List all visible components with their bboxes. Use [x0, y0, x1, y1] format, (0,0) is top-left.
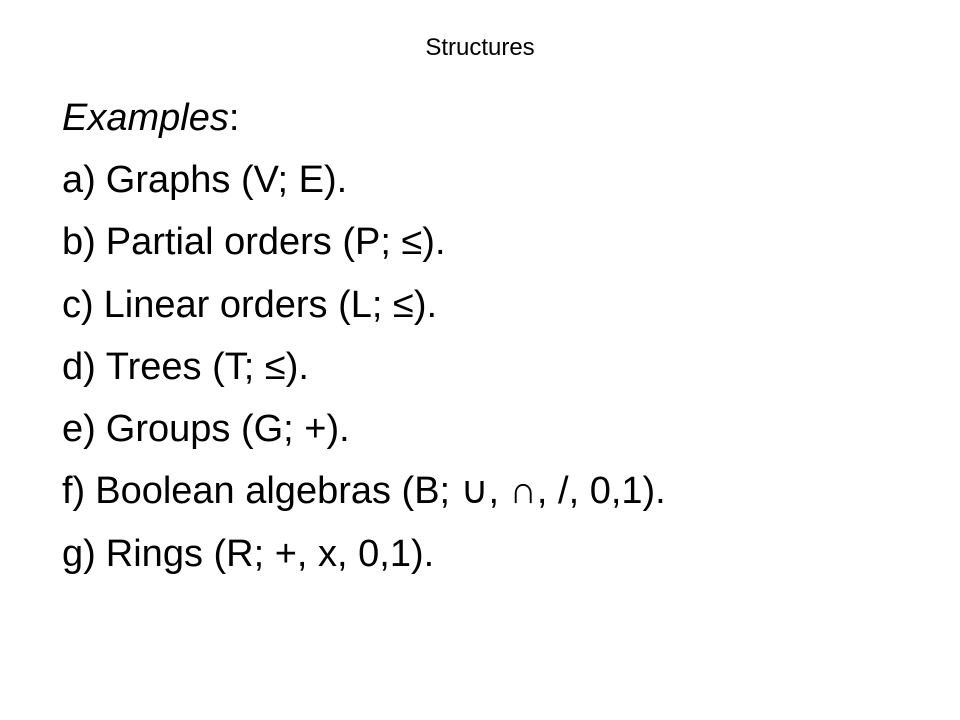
- example-letter: d): [62, 345, 96, 388]
- example-text: Boolean algebras (B; ∪, ∩, /, 0,1).: [95, 470, 666, 513]
- example-letter: g): [62, 532, 96, 575]
- example-item-b: b)Partial orders (P; ≤).: [62, 220, 666, 264]
- example-item-g: g)Rings (R; +, x, 0,1).: [62, 532, 666, 576]
- example-letter: a): [62, 159, 96, 201]
- example-letter: b): [62, 221, 96, 264]
- example-item-f: f)Boolean algebras (B; ∪, ∩, /, 0,1).: [62, 469, 666, 513]
- examples-list: a)Graphs (V; E). b)Partial orders (P; ≤)…: [62, 158, 666, 594]
- example-item-d: d)Trees (T; ≤).: [62, 345, 666, 389]
- example-text: Linear orders (L; ≤).: [103, 283, 438, 326]
- example-text: Partial orders (P; ≤).: [105, 221, 446, 264]
- examples-heading-colon: :: [228, 97, 240, 139]
- examples-heading: Examples:: [62, 96, 239, 140]
- example-text: Graphs (V; E).: [105, 159, 348, 201]
- examples-heading-word: Examples: [62, 97, 229, 139]
- example-item-e: e)Groups (G; +).: [62, 407, 666, 451]
- example-letter: e): [62, 408, 96, 451]
- example-text: Trees (T; ≤).: [105, 345, 309, 388]
- example-letter: c): [62, 283, 94, 326]
- example-text: Rings (R; +, x, 0,1).: [105, 532, 435, 575]
- example-letter: f): [62, 470, 86, 513]
- slide-title: Structures: [425, 34, 535, 61]
- example-text: Groups (G; +).: [105, 408, 350, 451]
- example-item-a: a)Graphs (V; E).: [62, 158, 666, 202]
- example-item-c: c)Linear orders (L; ≤).: [62, 283, 666, 327]
